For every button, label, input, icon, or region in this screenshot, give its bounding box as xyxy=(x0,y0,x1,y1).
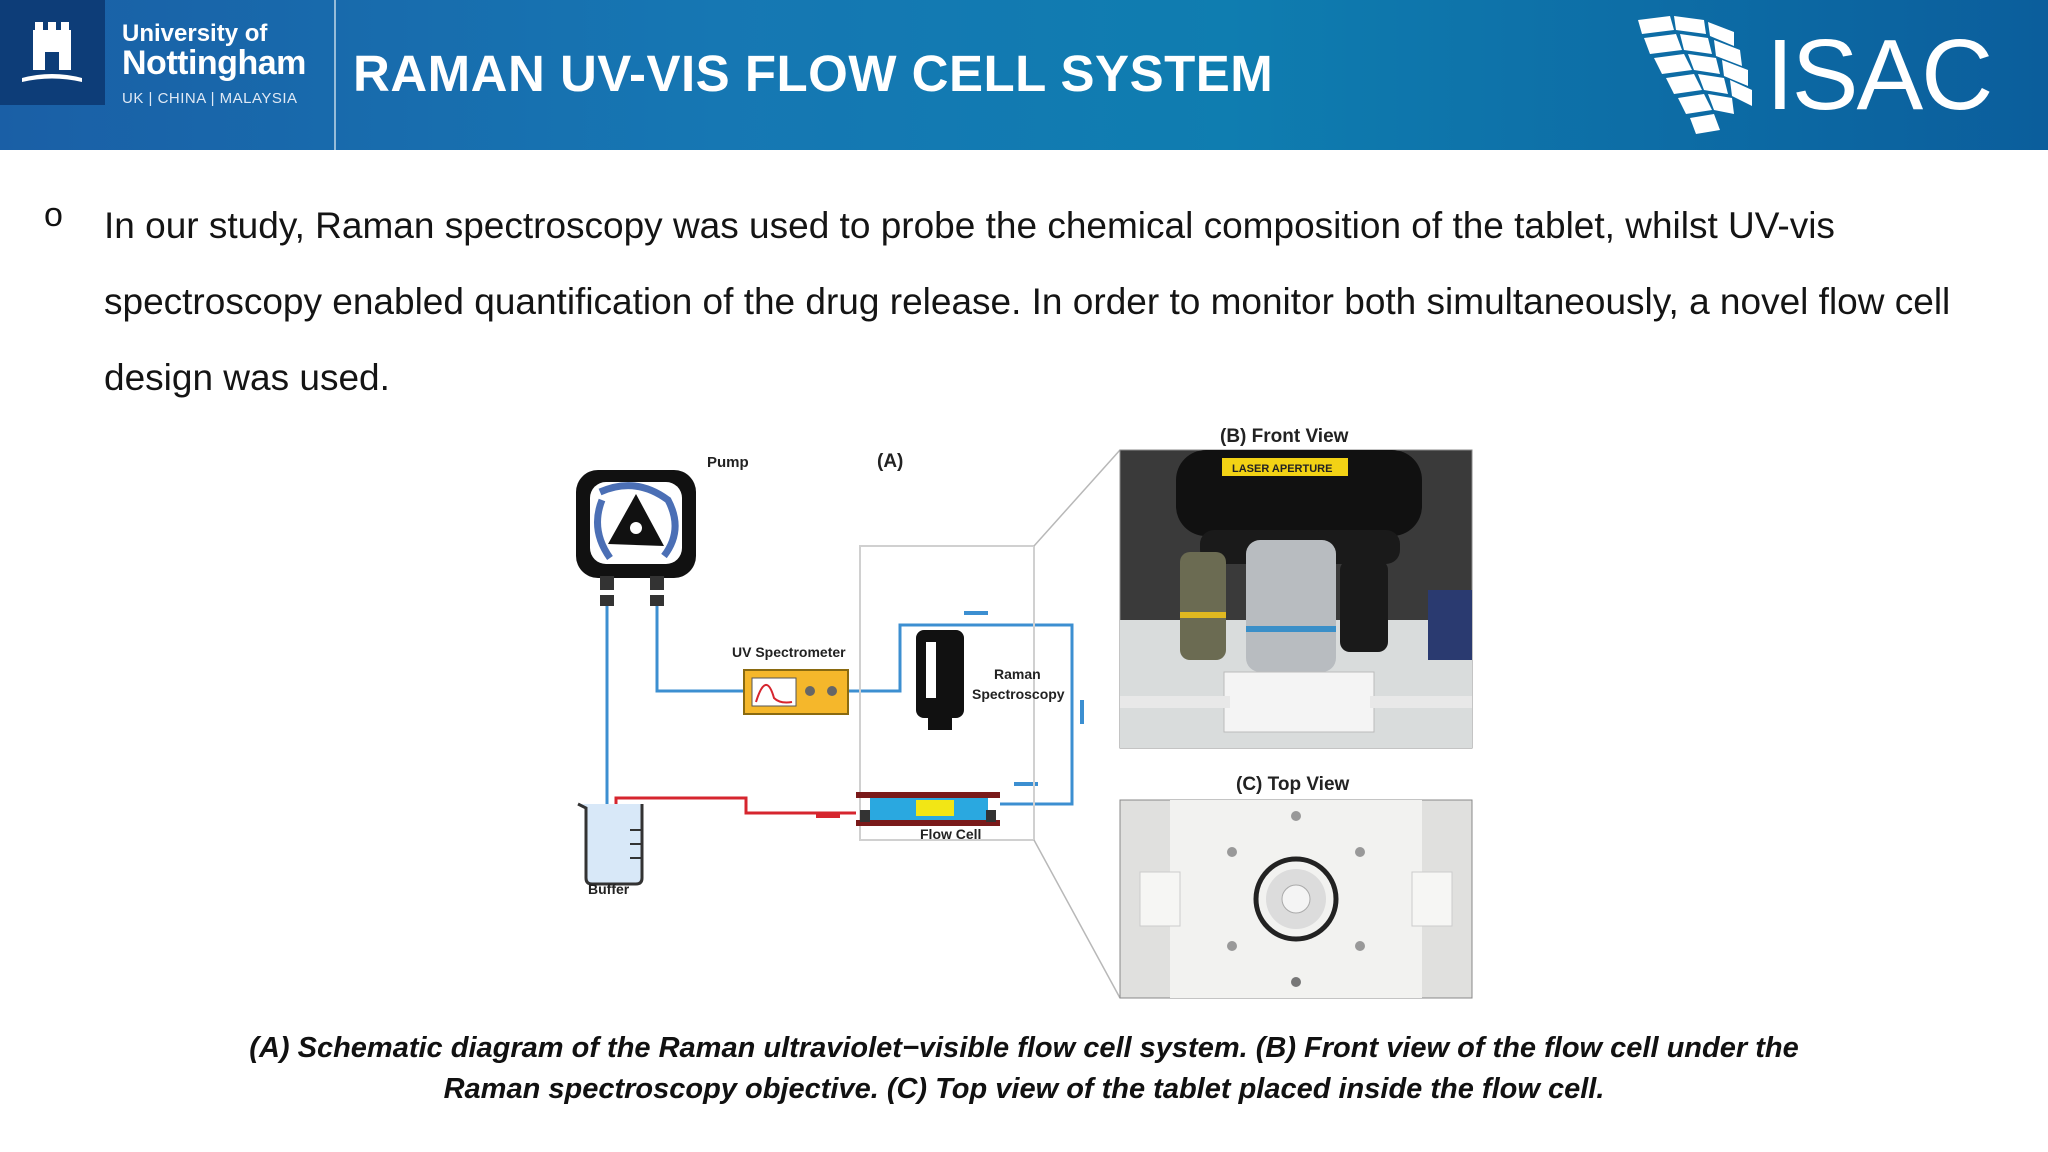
panel-b-label: (B) Front View xyxy=(1220,426,1349,447)
university-name: Nottingham xyxy=(122,44,306,82)
tube-pump-to-uv xyxy=(655,606,744,693)
zoom-line-top xyxy=(1033,449,1121,547)
raman-objective-icon xyxy=(916,630,964,730)
flow-cell-figure: (A) Pump UV Spectrometer xyxy=(560,420,1480,1010)
top-view-photo xyxy=(1119,799,1473,999)
figure-caption: (A) Schematic diagram of the Raman ultra… xyxy=(0,1028,2048,1110)
isac-grid-icon xyxy=(1638,16,1752,134)
flow-cell-icon xyxy=(856,792,1000,826)
panel-a-label: (A) xyxy=(877,451,903,472)
isac-wordmark: ISAC xyxy=(1766,19,1993,131)
tube-uv-to-cell xyxy=(848,623,1074,806)
caption-line-2: Raman spectroscopy objective. (C) Top vi… xyxy=(443,1073,1605,1105)
raman-label-line2: Spectroscopy xyxy=(972,686,1065,702)
front-view-photo: LASER APERTURE xyxy=(1119,449,1473,749)
isac-logo[interactable]: ISAC xyxy=(1630,12,1993,138)
university-locations: UK | CHINA | MALAYSIA xyxy=(122,90,298,107)
pump-label: Pump xyxy=(707,454,749,471)
university-small-text: University of xyxy=(122,20,268,47)
zoom-frame xyxy=(859,545,1035,841)
bullet-marker: o xyxy=(44,196,63,234)
tube-cell-to-buffer xyxy=(614,796,856,815)
buffer-label: Buffer xyxy=(588,881,630,897)
uv-label: UV Spectrometer xyxy=(732,644,846,660)
uv-spectrometer-icon xyxy=(743,669,849,715)
laser-aperture-label: LASER APERTURE xyxy=(1232,463,1332,475)
caption-line-1: (A) Schematic diagram of the Raman ultra… xyxy=(249,1032,1799,1064)
header-divider xyxy=(334,0,336,150)
pump-icon xyxy=(576,470,696,606)
castle-crest-icon xyxy=(0,0,105,105)
flowcell-label: Flow Cell xyxy=(920,826,981,842)
beaker-icon xyxy=(577,802,644,886)
header-bar: University of Nottingham UK | CHINA | MA… xyxy=(0,0,2048,150)
slide-title: RAMAN UV-VIS FLOW CELL SYSTEM xyxy=(353,45,1274,102)
raman-label-line1: Raman xyxy=(994,666,1041,682)
body-paragraph: In our study, Raman spectroscopy was use… xyxy=(104,205,1951,398)
university-logo[interactable]: University of Nottingham UK | CHINA | MA… xyxy=(0,0,334,150)
zoom-line-bottom xyxy=(1033,839,1121,999)
panel-c-label: (C) Top View xyxy=(1236,774,1350,795)
